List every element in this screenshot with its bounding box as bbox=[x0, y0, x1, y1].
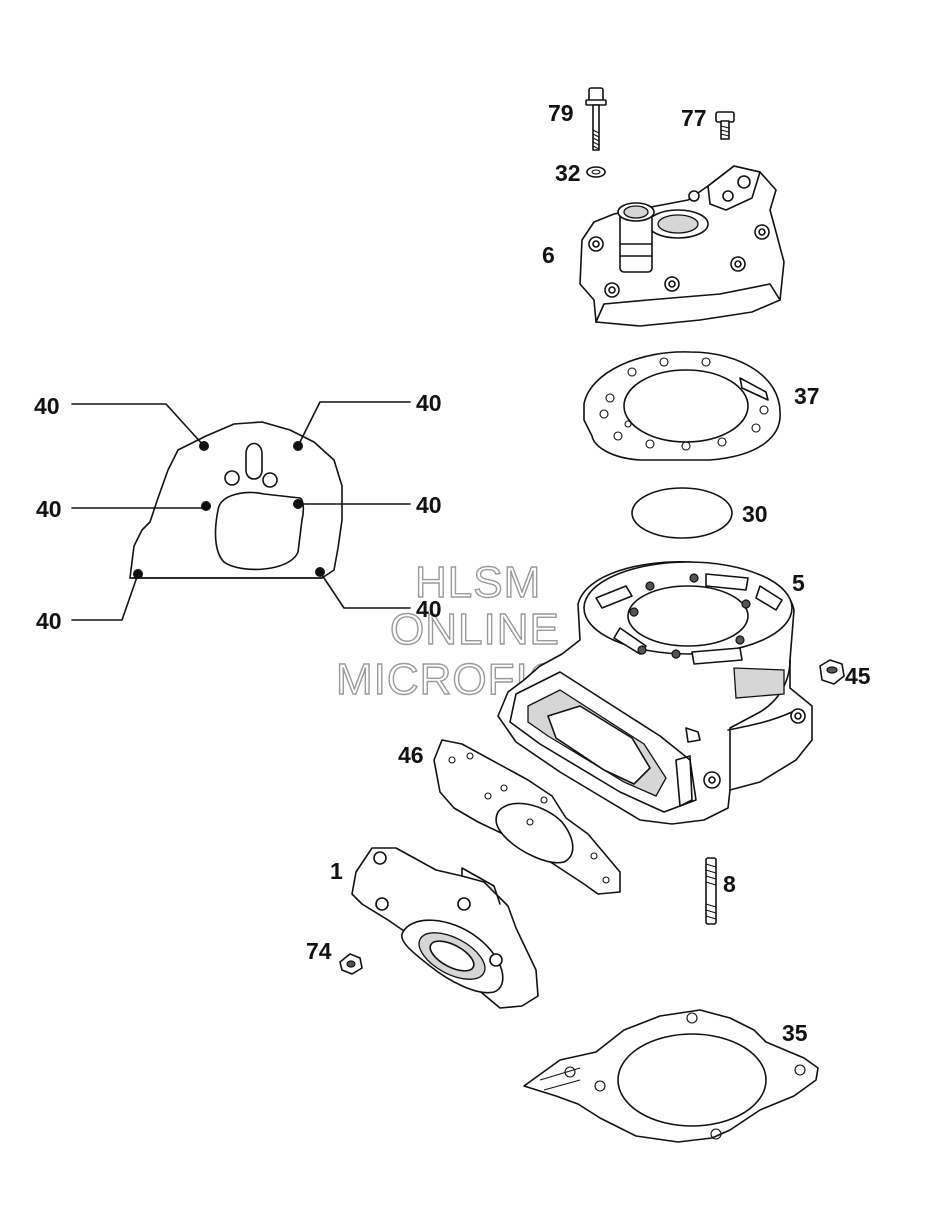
base-gasket-35[interactable] bbox=[523, 1009, 819, 1143]
o-ring-30[interactable] bbox=[631, 487, 733, 539]
leader-dot bbox=[293, 499, 303, 509]
watermark-line-2: ONLINE bbox=[390, 605, 560, 654]
label-37[interactable]: 37 bbox=[794, 383, 820, 409]
label-45[interactable]: 45 bbox=[845, 663, 871, 689]
leader-dot bbox=[201, 501, 211, 511]
label-46[interactable]: 46 bbox=[398, 742, 424, 768]
label-1[interactable]: 1 bbox=[330, 858, 343, 884]
label-8[interactable]: 8 bbox=[723, 871, 736, 897]
label-40-top-right[interactable]: 40 bbox=[416, 390, 442, 416]
label-40-bottom-left[interactable]: 40 bbox=[36, 608, 62, 634]
label-32[interactable]: 32 bbox=[555, 160, 581, 186]
bolt-79[interactable] bbox=[585, 87, 607, 151]
bolt-77[interactable] bbox=[715, 111, 735, 140]
washer-32[interactable] bbox=[586, 166, 606, 178]
stud-8[interactable] bbox=[705, 857, 717, 925]
gasket-40-outline[interactable] bbox=[129, 421, 343, 579]
leader-dot bbox=[315, 567, 325, 577]
part-labels: 79 77 32 6 37 30 5 45 46 1 8 74 35 40 40… bbox=[34, 100, 871, 1046]
leader-dot bbox=[293, 441, 303, 451]
head-gasket-37[interactable] bbox=[583, 351, 781, 461]
label-5[interactable]: 5 bbox=[792, 570, 805, 596]
label-30[interactable]: 30 bbox=[742, 501, 768, 527]
label-40-bottom-right[interactable]: 40 bbox=[416, 596, 442, 622]
label-40-top-left[interactable]: 40 bbox=[34, 393, 60, 419]
flange-gasket-46[interactable] bbox=[433, 739, 621, 895]
leader-dot bbox=[199, 441, 209, 451]
nut-74[interactable] bbox=[339, 953, 363, 975]
nut-45[interactable] bbox=[819, 659, 845, 685]
cylinder-5[interactable] bbox=[497, 561, 813, 825]
gasket-40-leaders bbox=[71, 401, 411, 621]
label-35[interactable]: 35 bbox=[782, 1020, 808, 1046]
label-40-mid-right[interactable]: 40 bbox=[416, 492, 442, 518]
label-77[interactable]: 77 bbox=[681, 105, 707, 131]
label-6[interactable]: 6 bbox=[542, 242, 555, 268]
flange-1[interactable] bbox=[351, 847, 539, 1009]
label-40-mid-left[interactable]: 40 bbox=[36, 496, 62, 522]
cylinder-head-6[interactable] bbox=[579, 165, 785, 327]
leader-dot bbox=[133, 569, 143, 579]
label-79[interactable]: 79 bbox=[548, 100, 574, 126]
label-74[interactable]: 74 bbox=[306, 938, 332, 964]
watermark-line-1: HLSM bbox=[415, 558, 541, 607]
